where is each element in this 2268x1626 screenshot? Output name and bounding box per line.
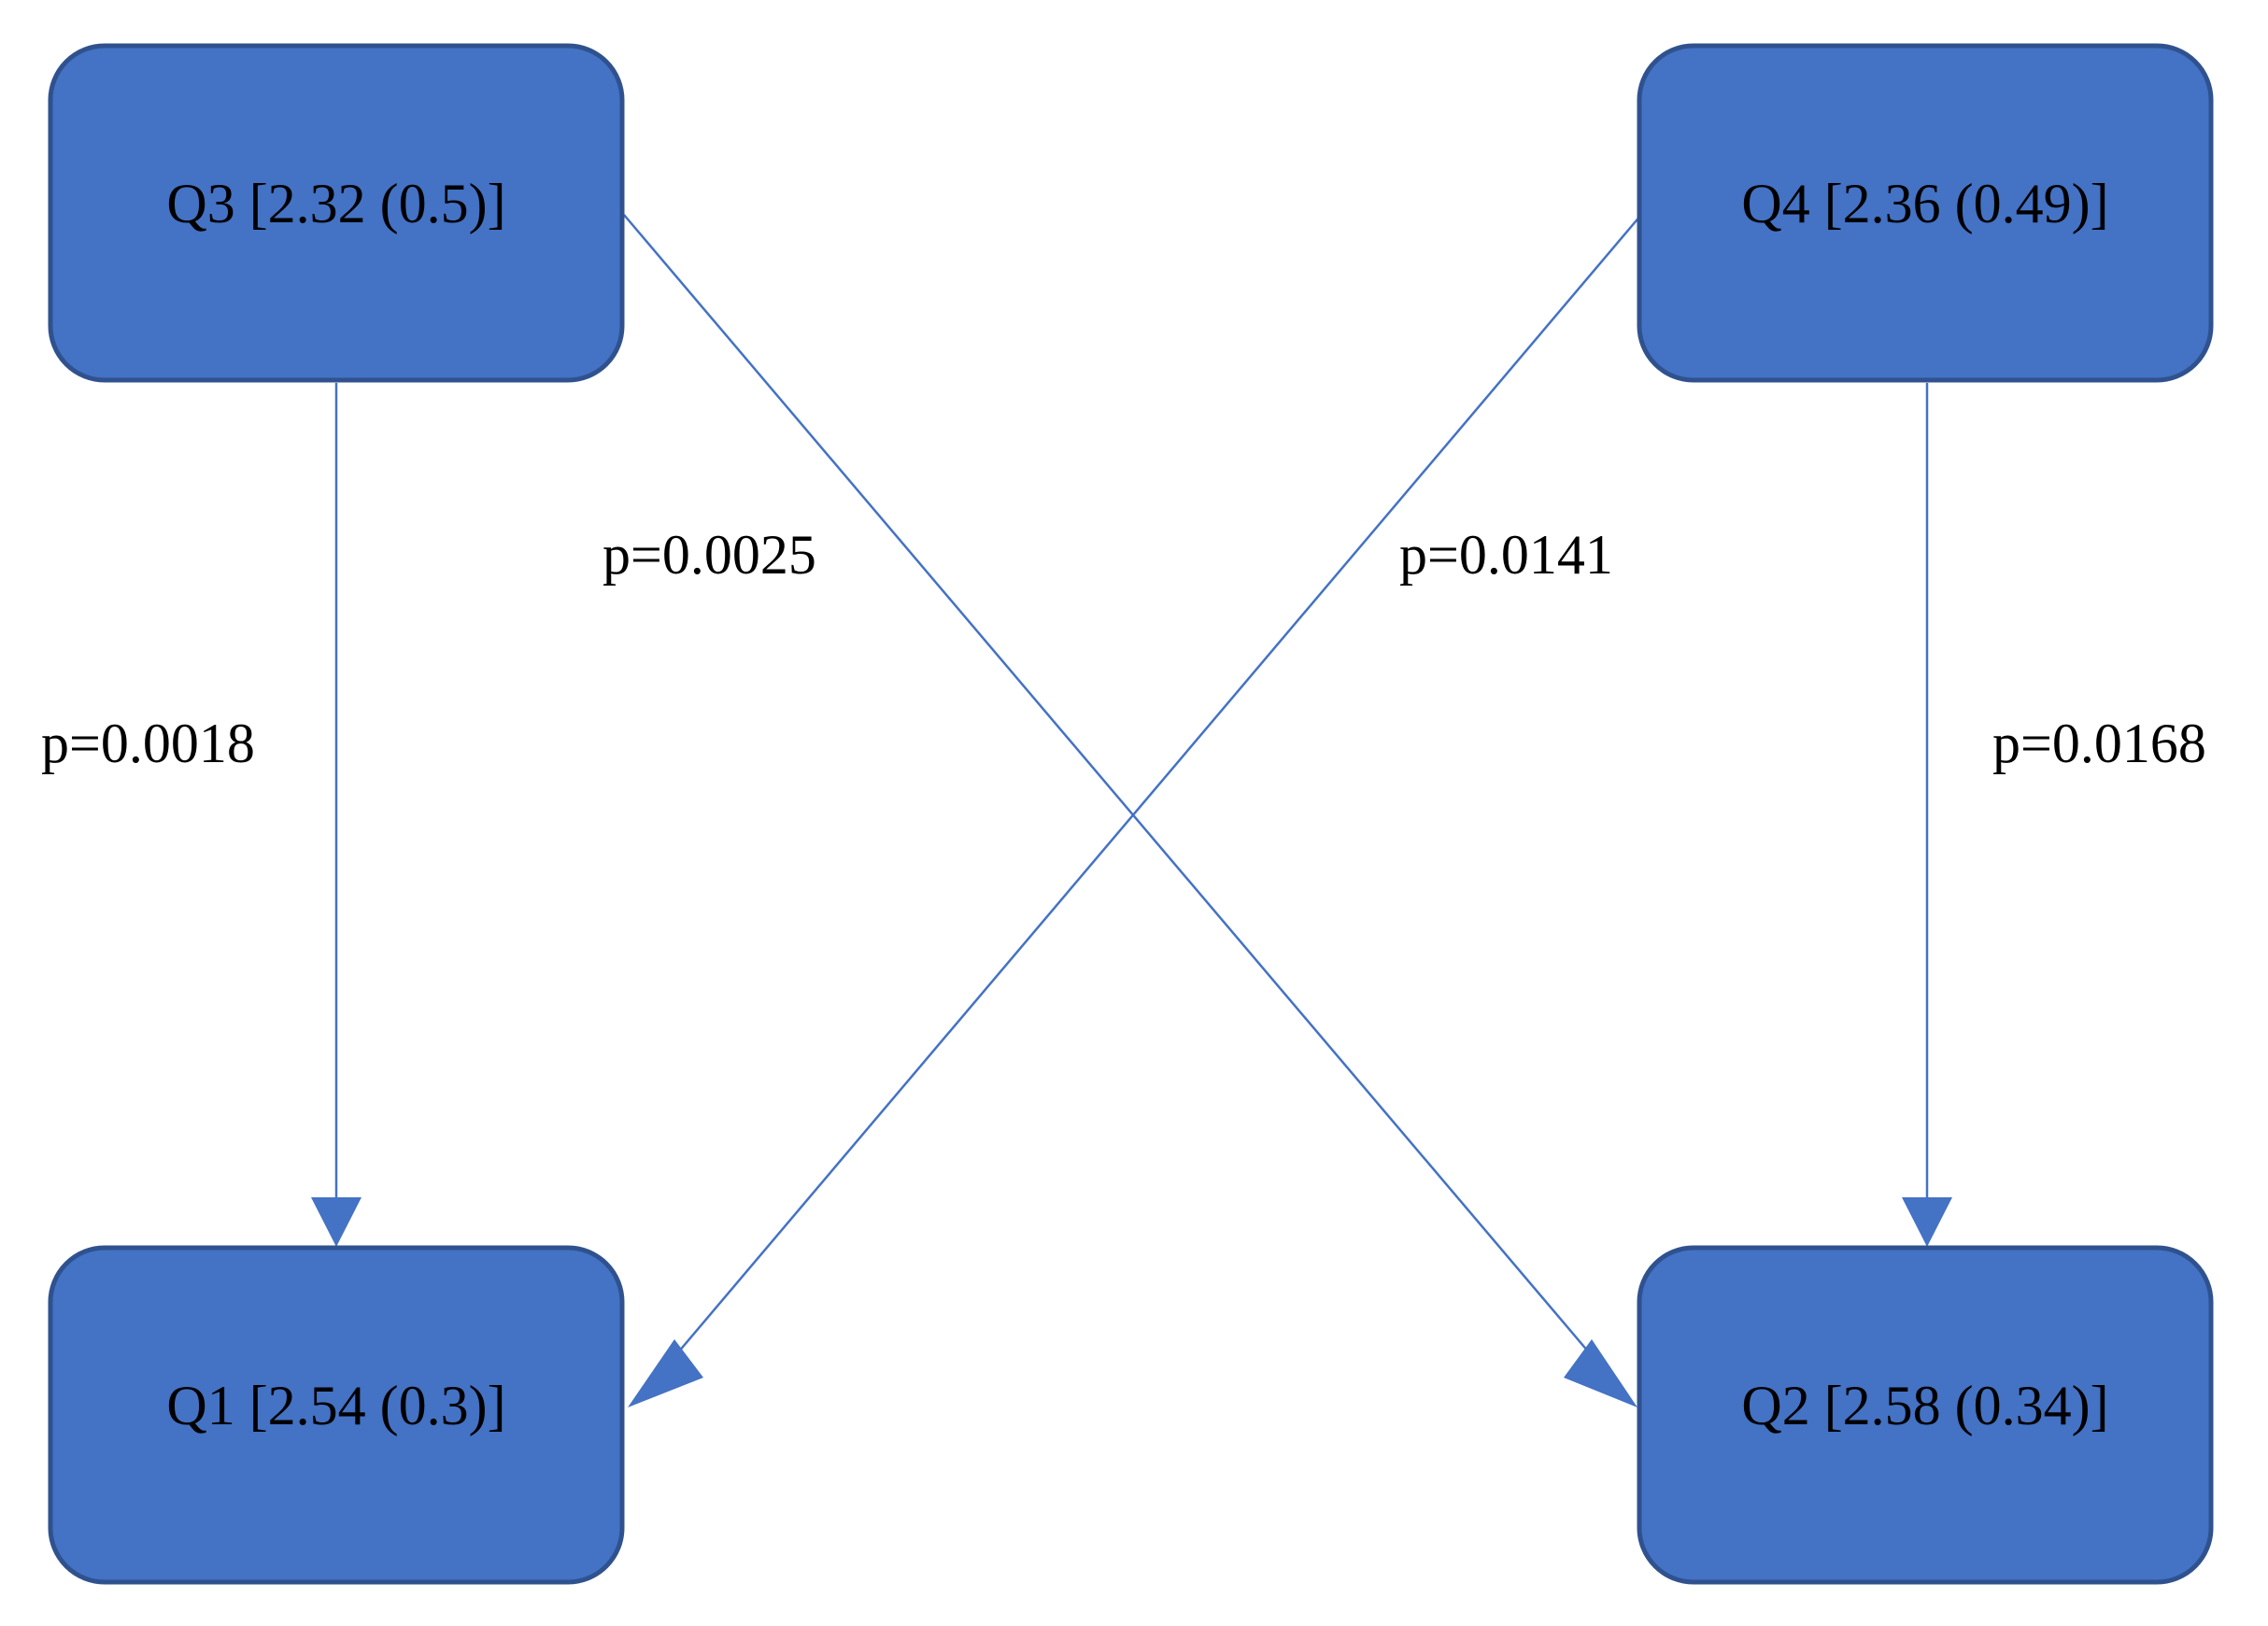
edge-q3-to-q2 <box>623 214 1637 1407</box>
edge-label-q4-q1: p=0.0141 <box>1399 524 1613 586</box>
edge-line <box>657 214 1642 1378</box>
edge-q4-to-q2 <box>1902 383 1952 1247</box>
edge-label-q3-q1: p=0.0018 <box>41 713 255 774</box>
arrowhead-icon <box>1564 1339 1637 1407</box>
node-label: Q4 [2.36 (0.49)] <box>1741 173 2108 234</box>
node-label: Q3 [2.32 (0.5)] <box>166 173 505 234</box>
node-box <box>1637 43 2214 383</box>
node-q4: Q4 [2.36 (0.49)] <box>1637 43 2214 383</box>
edge-label-q4-q2: p=0.0168 <box>1992 713 2206 774</box>
edge-line <box>623 214 1610 1378</box>
edge-q4-to-q1 <box>628 214 1642 1407</box>
edge-label-q3-q2: p=0.0025 <box>602 524 816 586</box>
arrowhead-icon <box>311 1197 361 1247</box>
edge-q3-to-q1 <box>311 383 361 1247</box>
node-label: Q1 [2.54 (0.3)] <box>166 1375 505 1436</box>
node-box <box>48 43 625 383</box>
node-box <box>48 1245 625 1585</box>
node-label: Q2 [2.58 (0.34)] <box>1741 1375 2108 1436</box>
arrowhead-icon <box>628 1339 703 1407</box>
node-q1: Q1 [2.54 (0.3)] <box>48 1245 625 1585</box>
node-q3: Q3 [2.32 (0.5)] <box>48 43 625 383</box>
node-box <box>1637 1245 2214 1585</box>
arrowhead-icon <box>1902 1197 1952 1247</box>
node-q2: Q2 [2.58 (0.34)] <box>1637 1245 2214 1585</box>
